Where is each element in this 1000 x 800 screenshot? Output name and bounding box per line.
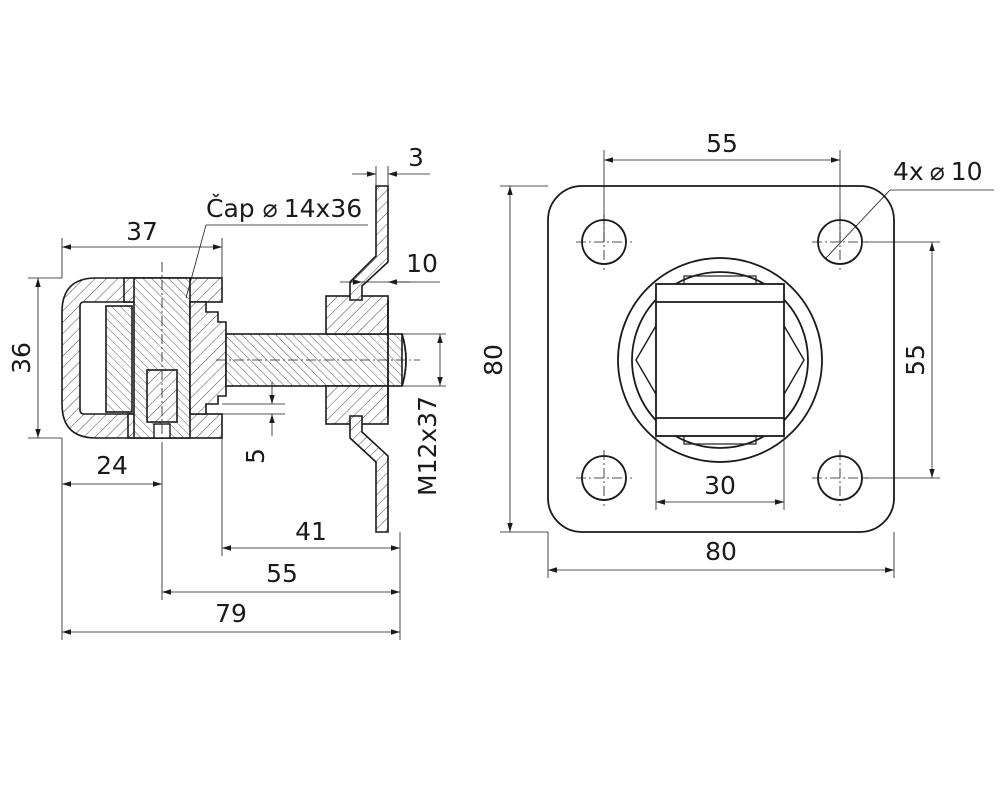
mounting-plate [349, 185, 389, 301]
boss-inner [631, 271, 809, 449]
base-plate [547, 185, 895, 533]
dim-55-label: 55 [266, 559, 298, 588]
mounting-plate-lower [349, 415, 389, 533]
side-view: 37 36 24 5 41 55 79 3 [7, 143, 446, 640]
dim-79-label: 79 [215, 599, 247, 628]
mounting-hole [576, 450, 632, 506]
pin-diameter-symbol: ⌀ [263, 194, 278, 223]
mounting-hole [812, 450, 868, 506]
dim-80-left-label: 80 [479, 344, 508, 376]
dim-55-right-label: 55 [901, 344, 930, 376]
dim-3-label: 3 [408, 143, 424, 172]
holes-diameter-symbol: ⌀ [930, 157, 945, 186]
front-view: 55 55 80 80 30 4x⌀10 [479, 129, 994, 578]
grub-screw-end [683, 435, 757, 445]
pin-leader [185, 224, 207, 299]
hinge-loop [61, 277, 135, 439]
nut-top [325, 295, 389, 335]
holes-diameter: 10 [951, 157, 983, 186]
dim-80-bottom-label: 80 [705, 537, 737, 566]
holes-label: 4x⌀10 [893, 157, 983, 186]
dim-55-top-label: 55 [706, 129, 738, 158]
thread-label: M12x37 [413, 396, 442, 496]
holes-prefix: 4x [893, 157, 924, 186]
loop-insert [105, 305, 133, 413]
pin-end [683, 275, 757, 285]
dim-24-label: 24 [96, 451, 128, 480]
head-block [189, 301, 227, 415]
dim-5-label: 5 [241, 448, 270, 464]
square-head [655, 283, 785, 437]
dim-10-label: 10 [406, 249, 438, 278]
dim-41-label: 41 [295, 517, 327, 546]
holes-leader [825, 189, 891, 259]
dim-30-label: 30 [704, 471, 736, 500]
pin-size: 14x36 [284, 194, 362, 223]
pin-label: Čap ⌀14x36 [206, 193, 362, 223]
dim-37-label: 37 [126, 217, 158, 246]
pin-name: Čap [206, 193, 255, 223]
boss-outer [617, 257, 823, 463]
dim-36-label: 36 [7, 342, 36, 374]
